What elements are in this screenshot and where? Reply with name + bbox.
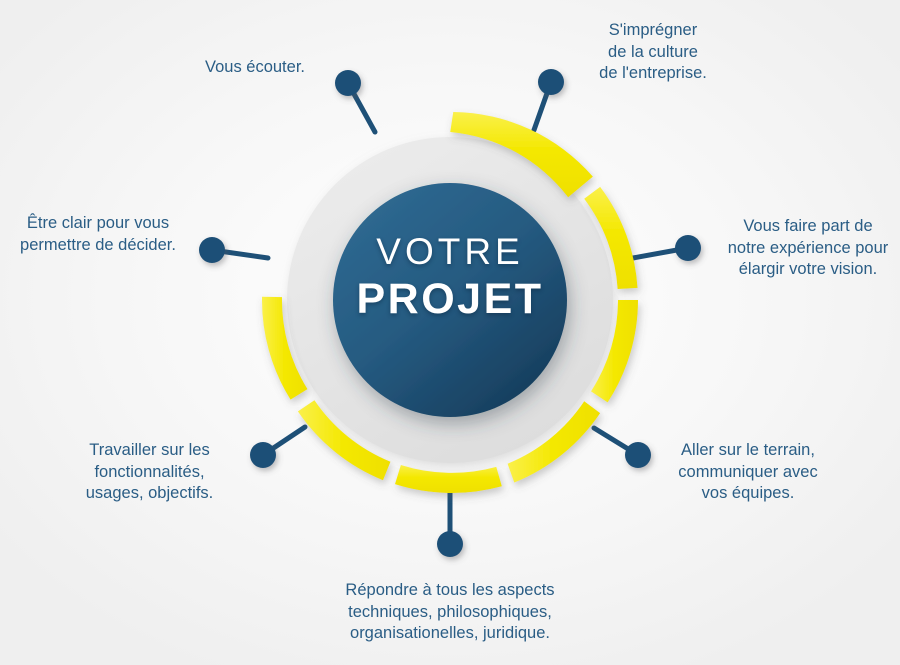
segment-answer[interactable]	[395, 465, 502, 493]
dot-field[interactable]	[625, 442, 651, 468]
label-features: Travailler sur les fonctionnalités, usag…	[85, 441, 214, 502]
dot-listen[interactable]	[335, 70, 361, 96]
segment-culture[interactable]	[584, 186, 638, 289]
segment-experience[interactable]	[591, 300, 638, 403]
label-clear: Être clair pour vous permettre de décide…	[20, 214, 176, 254]
label-listen: Vous écouter.	[205, 58, 305, 76]
dot-culture[interactable]	[538, 69, 564, 95]
segment-field[interactable]	[507, 401, 601, 483]
dot-answer[interactable]	[437, 531, 463, 557]
connector-dots	[199, 69, 701, 557]
segment-features[interactable]	[297, 400, 391, 481]
segment-listen[interactable]	[450, 112, 593, 198]
label-answer: Répondre à tous les aspects techniques, …	[345, 581, 555, 642]
center-hub	[333, 183, 567, 417]
dot-experience[interactable]	[675, 235, 701, 261]
label-experience: Vous faire part de notre expérience pour…	[727, 217, 889, 278]
label-field: Aller sur le terrain, communiquer avec v…	[678, 441, 818, 502]
dot-features[interactable]	[250, 442, 276, 468]
yellow-segments	[262, 112, 638, 493]
segment-clear[interactable]	[262, 296, 308, 400]
dot-clear[interactable]	[199, 237, 225, 263]
label-culture: S'imprégner de la culture de l'entrepris…	[599, 21, 707, 82]
